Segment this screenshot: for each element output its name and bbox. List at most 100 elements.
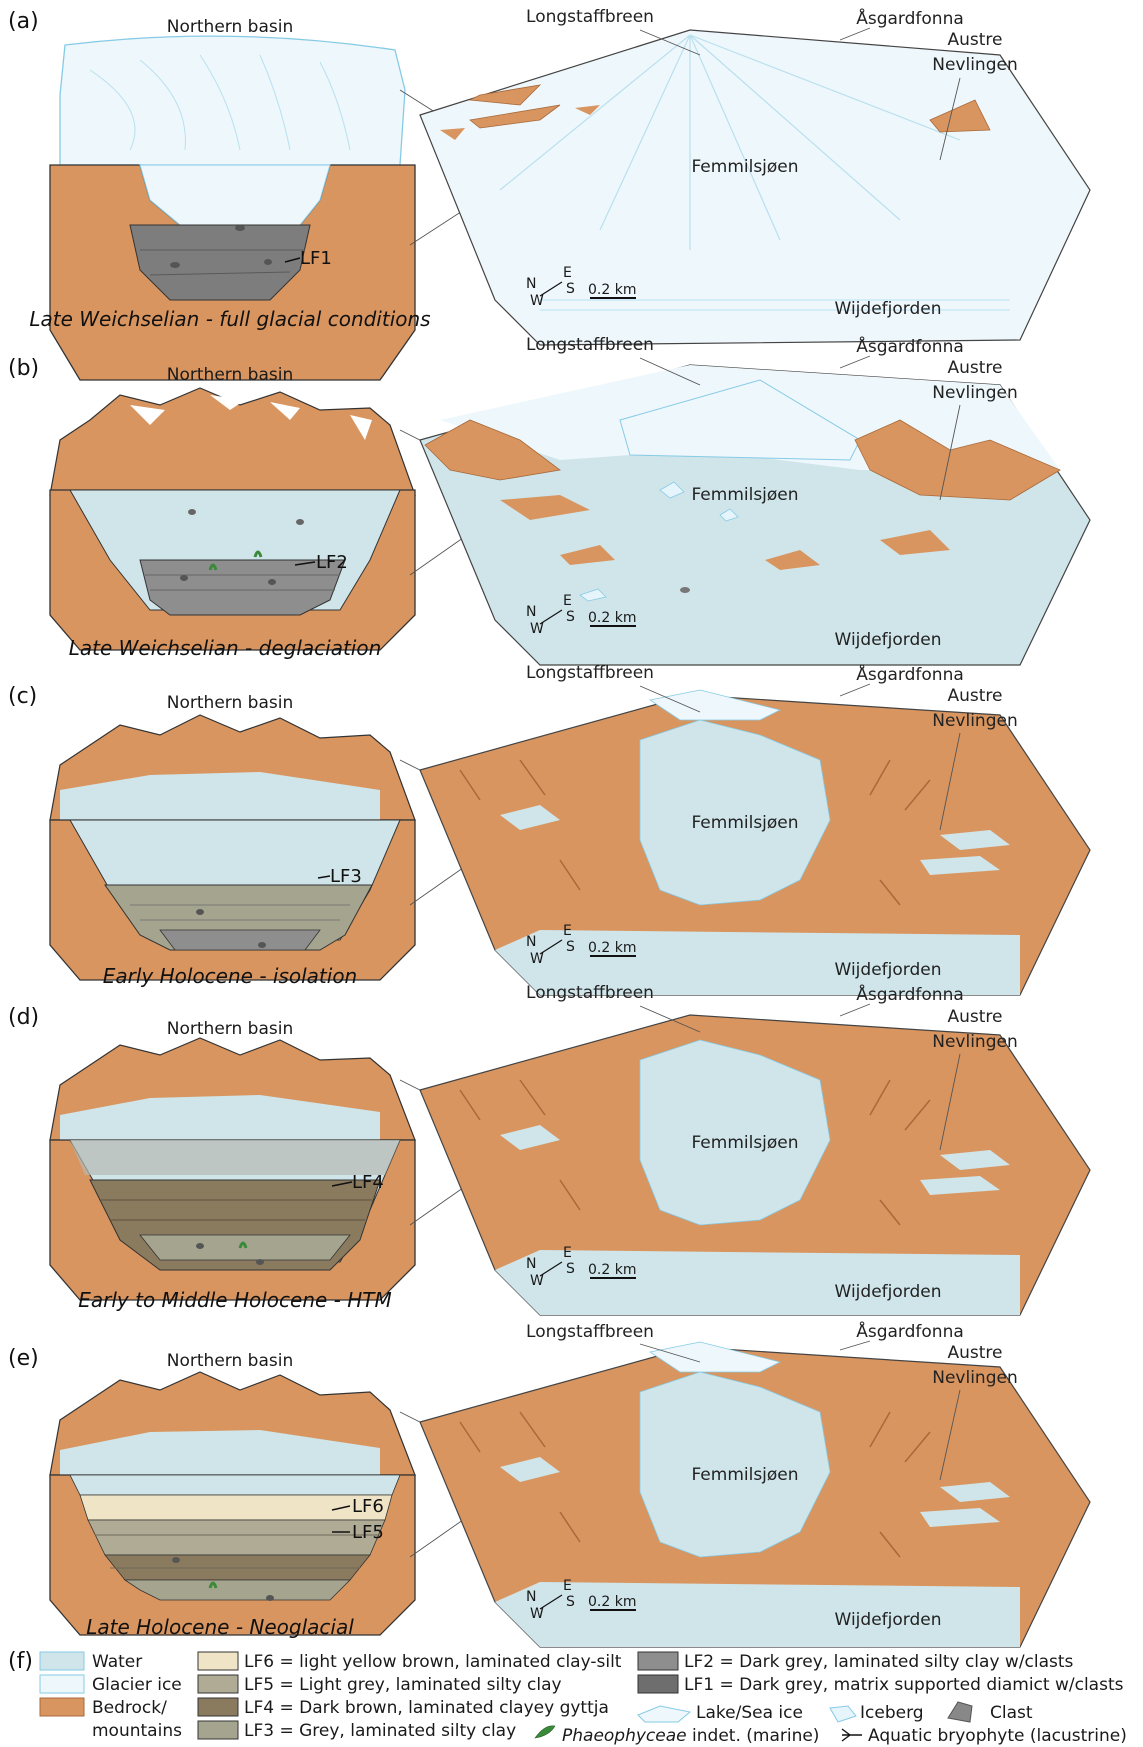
legend-lf1: LF1 = Dark grey, matrix supported diamic… bbox=[684, 1675, 1124, 1695]
legend-lf3: LF3 = Grey, laminated silty clay bbox=[244, 1721, 516, 1741]
svg-text:E: E bbox=[563, 1578, 572, 1594]
place-femmilsjoen: Femmilsjøen bbox=[691, 157, 798, 177]
lf-label: LF3 bbox=[330, 866, 362, 887]
iceberg-icon bbox=[830, 1706, 856, 1722]
svg-text:N: N bbox=[526, 604, 536, 620]
place-austre: Austre bbox=[947, 30, 1002, 50]
svg-text:S: S bbox=[566, 609, 575, 625]
panel-caption: Late Weichselian - full glacial conditio… bbox=[29, 307, 430, 331]
cross-section bbox=[50, 1038, 415, 1300]
scale-label: 0.2 km bbox=[588, 610, 636, 626]
svg-text:S: S bbox=[566, 281, 575, 297]
place-wijdefjorden: Wijdefjorden bbox=[835, 630, 942, 650]
section-title: Northern basin bbox=[167, 17, 293, 37]
svg-text:E: E bbox=[563, 593, 572, 609]
legend-phaeophyceae: Phaeophyceae indet. (marine) bbox=[562, 1726, 819, 1746]
map-view bbox=[420, 690, 1090, 995]
panel-d: (d) Northern basin LF4 Early to Middle H… bbox=[8, 983, 1090, 1315]
svg-text:E: E bbox=[563, 265, 572, 281]
map-view bbox=[420, 365, 1090, 665]
panel-letter: (a) bbox=[8, 9, 39, 34]
lf-label: LF6 bbox=[352, 1496, 384, 1517]
svg-text:S: S bbox=[566, 939, 575, 955]
place-asgardfonna: Åsgardfonna bbox=[856, 663, 964, 685]
place-nevlingen: Nevlingen bbox=[932, 1368, 1017, 1388]
scale-label: 0.2 km bbox=[588, 1594, 636, 1610]
legend-iceberg: Iceberg bbox=[860, 1703, 924, 1723]
legend-lf2: LF2 = Dark grey, laminated silty clay w/… bbox=[684, 1652, 1074, 1672]
svg-text:S: S bbox=[566, 1594, 575, 1610]
legend-lake-ice: Lake/Sea ice bbox=[696, 1703, 803, 1723]
lf-label: LF5 bbox=[352, 1522, 384, 1543]
panel-b: (b) Northern basin LF2 Late Weichselian … bbox=[8, 335, 1090, 665]
place-asgardfonna: Åsgardfonna bbox=[856, 335, 964, 357]
section-title: Northern basin bbox=[167, 1351, 293, 1371]
place-asgardfonna: Åsgardfonna bbox=[856, 1320, 964, 1342]
panel-caption: Late Weichselian - deglaciation bbox=[69, 636, 382, 660]
legend-mountains: mountains bbox=[92, 1721, 182, 1741]
place-longstaffbreen: Longstaffbreen bbox=[526, 1322, 654, 1342]
legend-lf6: LF6 = light yellow brown, laminated clay… bbox=[244, 1652, 622, 1672]
lake-ice-icon bbox=[638, 1706, 690, 1722]
place-femmilsjoen: Femmilsjøen bbox=[691, 1465, 798, 1485]
phaeophyceae-icon bbox=[535, 1726, 555, 1738]
legend-glacier-ice: Glacier ice bbox=[92, 1675, 182, 1695]
section-title: Northern basin bbox=[167, 365, 293, 385]
cross-section bbox=[50, 388, 415, 650]
svg-text:N: N bbox=[526, 1589, 536, 1605]
legend-water: Water bbox=[92, 1652, 142, 1672]
panel-a: (a) Northern basin LF1 Late Weichselian … bbox=[8, 7, 1090, 380]
place-austre: Austre bbox=[947, 1343, 1002, 1363]
bryophyte-icon bbox=[842, 1729, 862, 1741]
panel-letter: (d) bbox=[8, 1005, 39, 1030]
lf-label: LF1 bbox=[300, 248, 332, 269]
legend-lf5: LF5 = Light grey, laminated silty clay bbox=[244, 1675, 562, 1695]
place-longstaffbreen: Longstaffbreen bbox=[526, 663, 654, 683]
svg-text:N: N bbox=[526, 276, 536, 292]
place-longstaffbreen: Longstaffbreen bbox=[526, 7, 654, 27]
section-title: Northern basin bbox=[167, 693, 293, 713]
place-asgardfonna: Åsgardfonna bbox=[856, 7, 964, 29]
legend-bryophyte: Aquatic bryophyte (lacustrine) bbox=[868, 1726, 1127, 1746]
legend: (f) Water Glacier ice Bedrock/ mountains… bbox=[8, 1649, 1127, 1746]
place-femmilsjoen: Femmilsjøen bbox=[691, 1133, 798, 1153]
place-austre: Austre bbox=[947, 686, 1002, 706]
legend-clast: Clast bbox=[990, 1703, 1033, 1723]
place-wijdefjorden: Wijdefjorden bbox=[835, 1282, 942, 1302]
map-view bbox=[420, 1015, 1090, 1315]
panel-letter: (c) bbox=[8, 684, 37, 709]
panel-e: (e) Northern basin LF6 LF5 Late Holocene… bbox=[8, 1320, 1090, 1647]
place-austre: Austre bbox=[947, 358, 1002, 378]
place-nevlingen: Nevlingen bbox=[932, 711, 1017, 731]
svg-text:S: S bbox=[566, 1261, 575, 1277]
lf-label: LF2 bbox=[316, 552, 348, 573]
place-wijdefjorden: Wijdefjorden bbox=[835, 1610, 942, 1630]
scale-label: 0.2 km bbox=[588, 282, 636, 298]
place-femmilsjoen: Femmilsjøen bbox=[691, 485, 798, 505]
place-longstaffbreen: Longstaffbreen bbox=[526, 335, 654, 355]
svg-text:N: N bbox=[526, 1256, 536, 1272]
panel-c: (c) Northern basin LF3 Early Holocene - … bbox=[8, 663, 1090, 995]
place-nevlingen: Nevlingen bbox=[932, 55, 1017, 75]
place-asgardfonna: Åsgardfonna bbox=[856, 983, 964, 1005]
svg-text:E: E bbox=[563, 923, 572, 939]
legend-bedrock: Bedrock/ bbox=[92, 1698, 167, 1718]
panel-letter: (b) bbox=[8, 356, 39, 381]
clast-icon bbox=[948, 1702, 972, 1722]
svg-text:E: E bbox=[563, 1245, 572, 1261]
cross-section bbox=[50, 715, 415, 980]
panel-caption: Early Holocene - isolation bbox=[103, 964, 357, 988]
section-title: Northern basin bbox=[167, 1019, 293, 1039]
svg-text:N: N bbox=[526, 934, 536, 950]
panel-caption: Late Holocene - Neoglacial bbox=[86, 1615, 354, 1639]
lf-label: LF4 bbox=[352, 1172, 384, 1193]
legend-lf4: LF4 = Dark brown, laminated clayey gyttj… bbox=[244, 1698, 609, 1718]
panel-letter: (e) bbox=[8, 1346, 39, 1371]
place-nevlingen: Nevlingen bbox=[932, 383, 1017, 403]
place-wijdefjorden: Wijdefjorden bbox=[835, 960, 942, 980]
map-view bbox=[420, 30, 1090, 345]
panel-caption: Early to Middle Holocene - HTM bbox=[78, 1288, 392, 1312]
panel-letter: (f) bbox=[8, 1649, 33, 1674]
place-femmilsjoen: Femmilsjøen bbox=[691, 813, 798, 833]
